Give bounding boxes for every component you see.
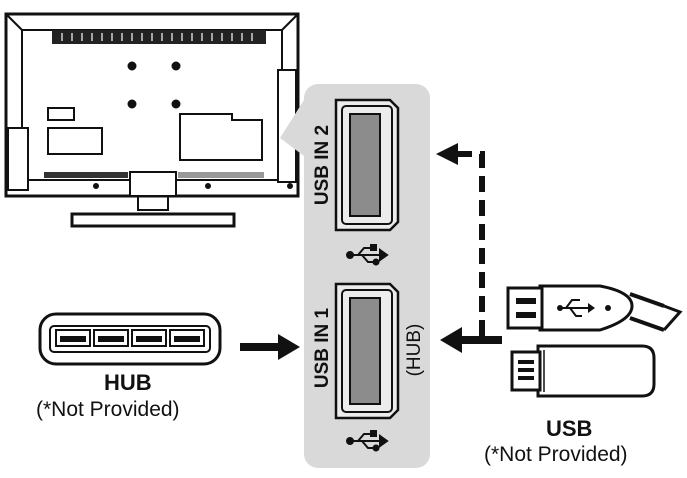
usb-flash-drive-icon: [510, 344, 656, 398]
arrow-icon: [240, 334, 300, 360]
tv-rear-icon: [4, 12, 300, 228]
usb-plug-icon: [506, 284, 683, 332]
hub-title: HUB: [104, 370, 152, 395]
usb-title: USB: [546, 416, 593, 441]
usb-symbol-icon: [346, 244, 389, 266]
arrow-icon: [436, 143, 485, 336]
usb-in-2-label: USB IN 2: [312, 125, 333, 205]
usb-hub-icon: [38, 312, 222, 366]
hub-not-provided-note: (*Not Provided): [36, 398, 180, 421]
arrow-icon: [440, 327, 502, 353]
usb-in-2-port: [334, 98, 400, 232]
usb-in-1-port: [334, 282, 400, 420]
usb-symbol-icon: [346, 430, 389, 452]
usb-in-1-label: USB IN 1: [312, 307, 333, 388]
hub-port-note: (HUB): [404, 324, 425, 377]
usb-not-provided-note: (*Not Provided): [484, 443, 628, 466]
